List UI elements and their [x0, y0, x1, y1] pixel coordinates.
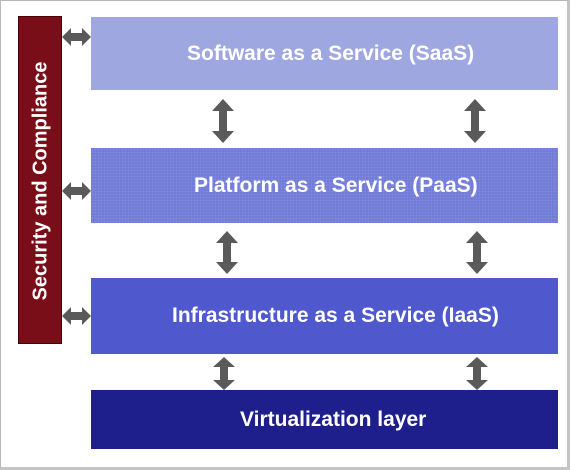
double-arrow-vertical-icon: [213, 357, 235, 390]
saas-label: Software as a Service (SaaS): [187, 41, 475, 65]
paas-layer: Platform as a Service (PaaS): [91, 148, 558, 223]
iaas-layer: Infrastructure as a Service (IaaS): [91, 278, 558, 354]
virtualization-layer: Virtualization layer: [91, 390, 558, 449]
double-arrow-horizontal-icon: [62, 182, 91, 200]
security-compliance-label: Security and Compliance: [29, 61, 52, 301]
double-arrow-vertical-icon: [212, 99, 234, 143]
security-compliance-bar: Security and Compliance: [18, 16, 62, 344]
double-arrow-horizontal-icon: [62, 28, 91, 46]
double-arrow-vertical-icon: [216, 231, 238, 274]
saas-layer: Software as a Service (SaaS): [91, 17, 558, 90]
double-arrow-vertical-icon: [464, 99, 486, 143]
double-arrow-vertical-icon: [466, 357, 488, 390]
double-arrow-horizontal-icon: [62, 307, 91, 325]
virtualization-label: Virtualization layer: [240, 407, 427, 431]
double-arrow-vertical-icon: [466, 231, 488, 274]
iaas-label: Infrastructure as a Service (IaaS): [172, 304, 499, 327]
paas-label: Platform as a Service (PaaS): [194, 173, 478, 197]
